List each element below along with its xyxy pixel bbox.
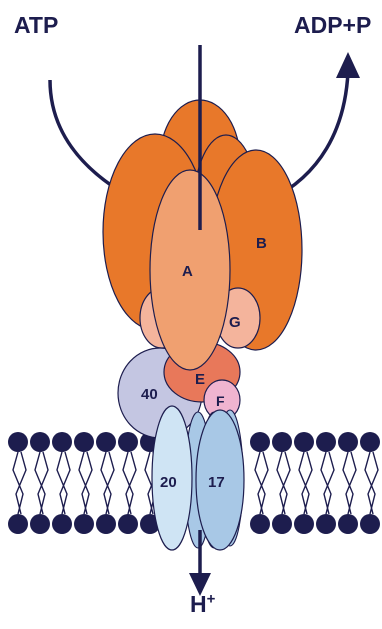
lipid-tail	[57, 452, 70, 514]
lipid-head	[74, 432, 94, 452]
lipid-head	[118, 514, 138, 534]
lipid-head	[96, 514, 116, 534]
lipid-head	[118, 432, 138, 452]
lipid-tail	[79, 452, 92, 514]
lipid-head	[360, 432, 380, 452]
lipid-head	[52, 432, 72, 452]
lipid-tail	[255, 452, 268, 514]
lipid-head	[360, 514, 380, 534]
lipid-tail	[123, 452, 136, 514]
lipid-head	[250, 514, 270, 534]
subunit-b-label: B	[256, 235, 267, 252]
adp-arrowhead	[336, 52, 360, 78]
proton-charge: +	[207, 590, 216, 607]
lipid-tail	[299, 452, 312, 514]
lipid-tail	[365, 452, 378, 514]
lipid-head	[52, 514, 72, 534]
lipid-head	[316, 432, 336, 452]
lipid-head	[30, 432, 50, 452]
lipid-head	[294, 514, 314, 534]
lipid-head	[338, 514, 358, 534]
lipid-head	[8, 432, 28, 452]
lipid-head	[272, 432, 292, 452]
adp-label: ADP+P	[294, 12, 371, 39]
lipid-tail	[321, 452, 334, 514]
lipid-tail	[13, 452, 26, 514]
proton-symbol: H	[190, 591, 207, 617]
lipid-tail	[35, 452, 48, 514]
subunit-40-label: 40	[141, 386, 158, 403]
lipid-head	[294, 432, 314, 452]
proton-label: H+	[190, 591, 215, 618]
subunit-e-label: E	[195, 371, 205, 388]
lipid-tail	[101, 452, 114, 514]
lipid-head	[96, 432, 116, 452]
subunit-a-label: A	[182, 263, 193, 280]
subunit-20-label: 20	[160, 474, 177, 491]
lipid-head	[316, 514, 336, 534]
subunit-g-label: G	[229, 314, 241, 331]
lipid-head	[338, 432, 358, 452]
lipid-head	[250, 432, 270, 452]
subunit-17-label: 17	[208, 474, 225, 491]
lipid-head	[30, 514, 50, 534]
lipid-tail	[277, 452, 290, 514]
lipid-head	[74, 514, 94, 534]
lipid-tail	[343, 452, 356, 514]
atp-label: ATP	[14, 12, 58, 39]
lipid-head	[8, 514, 28, 534]
lipid-head	[272, 514, 292, 534]
subunit-f-label: F	[216, 393, 225, 409]
